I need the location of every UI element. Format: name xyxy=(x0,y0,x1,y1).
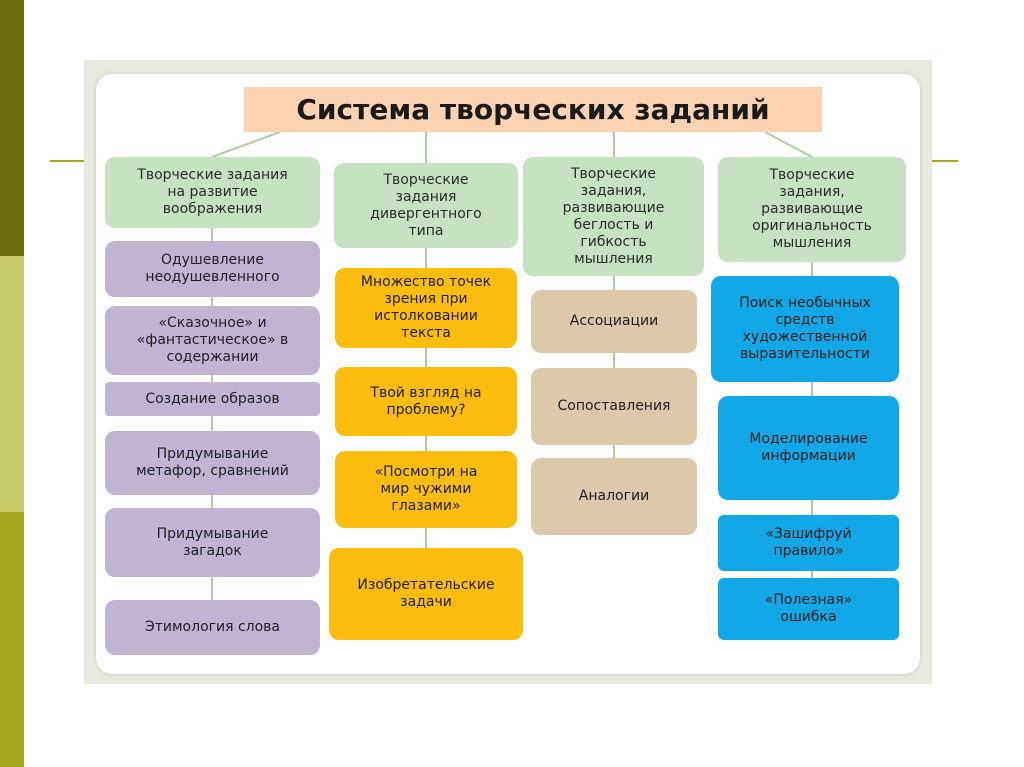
column-2-item-4: Изобретательские задачи xyxy=(329,548,523,640)
column-2-item-1: Множество точек зрения при истолковании … xyxy=(335,268,517,348)
column-4-item-4: «Полезная» ошибка xyxy=(718,578,899,640)
diagram-title: Система творческих заданий xyxy=(244,87,822,132)
decor-line-right xyxy=(928,160,958,162)
column-4-item-1: Поиск необычных средств художественной в… xyxy=(711,276,899,382)
side-bar-dark xyxy=(0,0,24,256)
column-4-item-2: Моделирование информации xyxy=(718,396,899,500)
column-1-item-1: Одушевление неодушевленного xyxy=(105,241,320,297)
column-3-item-1: Ассоциации xyxy=(531,290,697,353)
column-3-item-3: Аналогии xyxy=(531,458,697,535)
column-1-item-2: «Сказочное» и «фантастическое» в содержа… xyxy=(105,306,320,375)
column-2-item-3: «Посмотри на мир чужими глазами» xyxy=(335,451,517,528)
side-bar-light xyxy=(0,256,24,512)
decor-line-left xyxy=(50,160,90,162)
connector-title-col1 xyxy=(211,131,281,158)
column-3-item-2: Сопоставления xyxy=(531,368,697,445)
column-2-header: Творческие задания дивергентного типа xyxy=(334,163,518,248)
column-1-item-3: Создание образов xyxy=(105,382,320,416)
connector-title-col4 xyxy=(764,131,813,158)
column-1-header: Творческие задания на развитие воображен… xyxy=(105,157,320,228)
column-1-item-5: Придумывание загадок xyxy=(105,508,320,577)
column-4-header: Творческие задания, развивающие оригинал… xyxy=(718,157,906,262)
column-4-item-3: «Зашифруй правило» xyxy=(718,515,899,571)
side-bar-olive xyxy=(0,512,24,767)
column-3-header: Творческие задания, развивающие беглость… xyxy=(523,157,704,276)
column-1-item-6: Этимология слова xyxy=(105,600,320,655)
column-1-item-4: Придумывание метафор, сравнений xyxy=(105,431,320,495)
column-2-item-2: Твой взгляд на проблему? xyxy=(335,367,517,436)
